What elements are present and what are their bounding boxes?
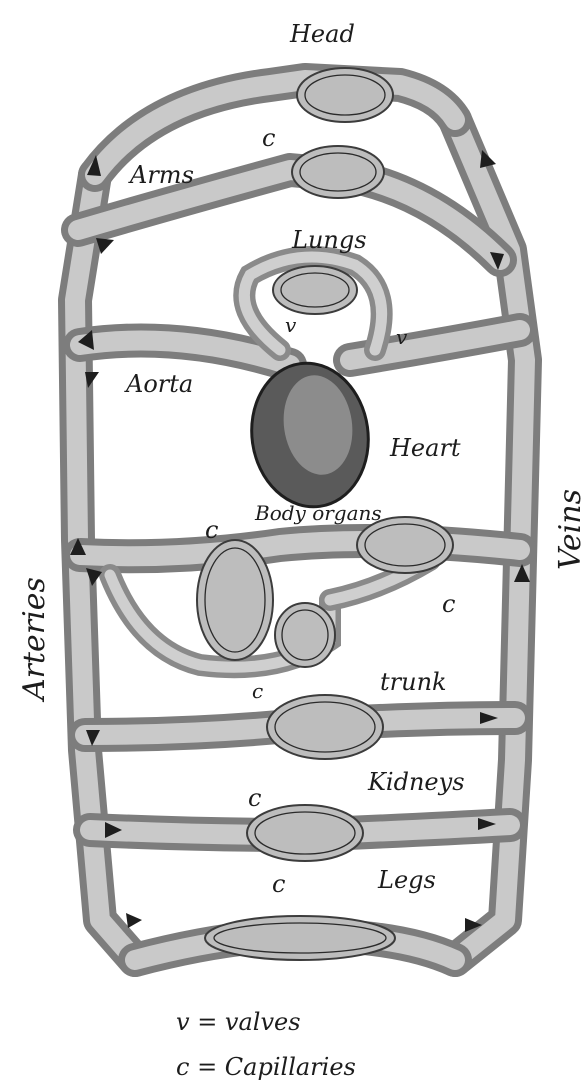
label-arteries: Arteries bbox=[17, 577, 52, 703]
legend-capillaries: c = Capillaries bbox=[176, 1053, 356, 1081]
legend-valves: v = valves bbox=[176, 1008, 301, 1036]
capillary-mark-trunk: c bbox=[252, 679, 263, 703]
capillary-mark-organs-left: c bbox=[205, 516, 218, 544]
legend: v = valves c = Capillaries bbox=[176, 1008, 356, 1081]
label-heart: Heart bbox=[389, 434, 461, 462]
capillary-mark-organs-right: c bbox=[442, 590, 455, 618]
capillary-mark-kidneys: c bbox=[248, 784, 261, 812]
valve-mark-left: v bbox=[285, 313, 297, 337]
valve-mark-right: v bbox=[396, 325, 408, 349]
head-capillary-bed bbox=[297, 68, 393, 122]
arrow-right-left-legs bbox=[126, 913, 142, 928]
label-head: Head bbox=[289, 20, 355, 48]
heart bbox=[243, 356, 378, 515]
label-legs: Legs bbox=[377, 866, 436, 894]
body-organs-capillary-bed-right bbox=[357, 517, 453, 573]
label-trunk: trunk bbox=[380, 668, 447, 696]
label-arms: Arms bbox=[128, 161, 194, 189]
kidneys-capillary-bed bbox=[247, 805, 363, 861]
body-organs-capillary-bed-lower bbox=[275, 603, 335, 667]
label-kidneys: Kidneys bbox=[367, 768, 465, 796]
capillary-mark-head: c bbox=[262, 124, 275, 152]
arrow-right-head bbox=[480, 150, 496, 168]
label-lungs: Lungs bbox=[291, 226, 367, 254]
capillary-mark-legs: c bbox=[272, 870, 285, 898]
label-body-organs: Body organs bbox=[254, 501, 382, 525]
arms-capillary-bed bbox=[292, 146, 384, 198]
body-organs-capillary-bed-left bbox=[197, 540, 273, 660]
label-aorta: Aorta bbox=[124, 370, 193, 398]
trunk-capillary-bed bbox=[267, 695, 383, 759]
label-veins: Veins bbox=[553, 489, 587, 570]
